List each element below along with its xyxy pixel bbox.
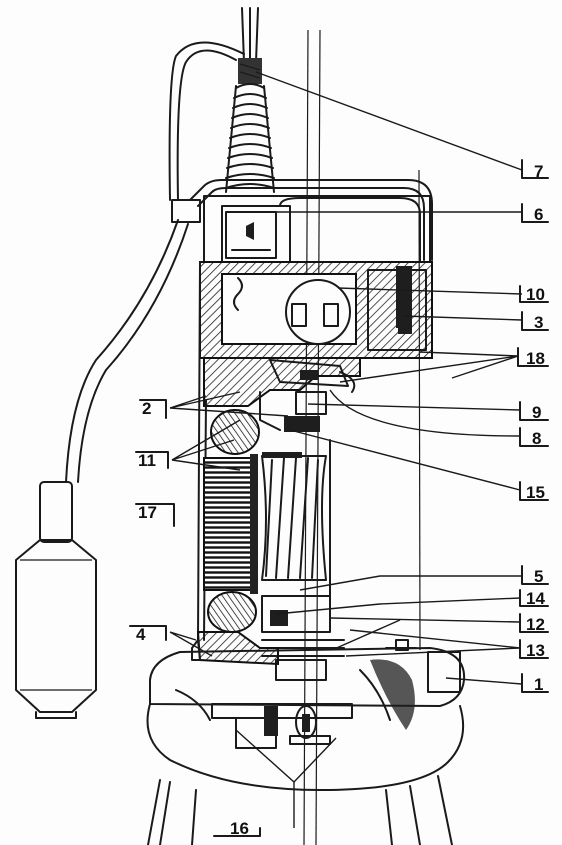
callout-12: 12 <box>526 615 545 634</box>
float-switch <box>15 481 97 719</box>
leader-lines <box>169 71 523 828</box>
power-cable <box>238 7 262 84</box>
callout-labels: 7 6 10 3 18 2 9 8 11 15 17 5 14 12 4 13 … <box>136 162 545 838</box>
callout-6: 6 <box>534 205 543 224</box>
callout-8: 8 <box>532 429 541 448</box>
lower-flange <box>191 631 279 666</box>
callout-2: 2 <box>142 399 151 418</box>
float-switch-cable <box>65 41 245 483</box>
callout-1: 1 <box>534 675 543 694</box>
callout-brackets <box>129 159 549 837</box>
callout-17: 17 <box>138 503 157 522</box>
stator-winding-top <box>210 409 260 455</box>
callout-4: 4 <box>136 625 146 644</box>
impeller <box>211 703 353 749</box>
callout-16: 16 <box>230 819 249 838</box>
upper-bearing-area <box>203 357 361 432</box>
motor-cover <box>203 195 431 263</box>
carry-handle <box>171 179 433 261</box>
rotor <box>261 452 327 581</box>
callout-14: 14 <box>526 589 545 608</box>
callout-9: 9 <box>532 403 541 422</box>
cable-gland-spring <box>225 83 275 193</box>
callout-7: 7 <box>534 162 543 181</box>
callout-15: 15 <box>526 483 545 502</box>
stator-winding-bottom <box>207 591 257 633</box>
callout-10: 10 <box>526 285 545 304</box>
stator-core <box>203 454 258 594</box>
callout-5: 5 <box>534 567 543 586</box>
callout-11: 11 <box>138 451 156 470</box>
callout-18: 18 <box>526 349 545 368</box>
pump-casing <box>146 639 466 791</box>
capacitor-housing <box>199 261 433 359</box>
callout-3: 3 <box>534 313 543 332</box>
callout-13: 13 <box>526 641 545 660</box>
support-legs <box>147 775 453 845</box>
